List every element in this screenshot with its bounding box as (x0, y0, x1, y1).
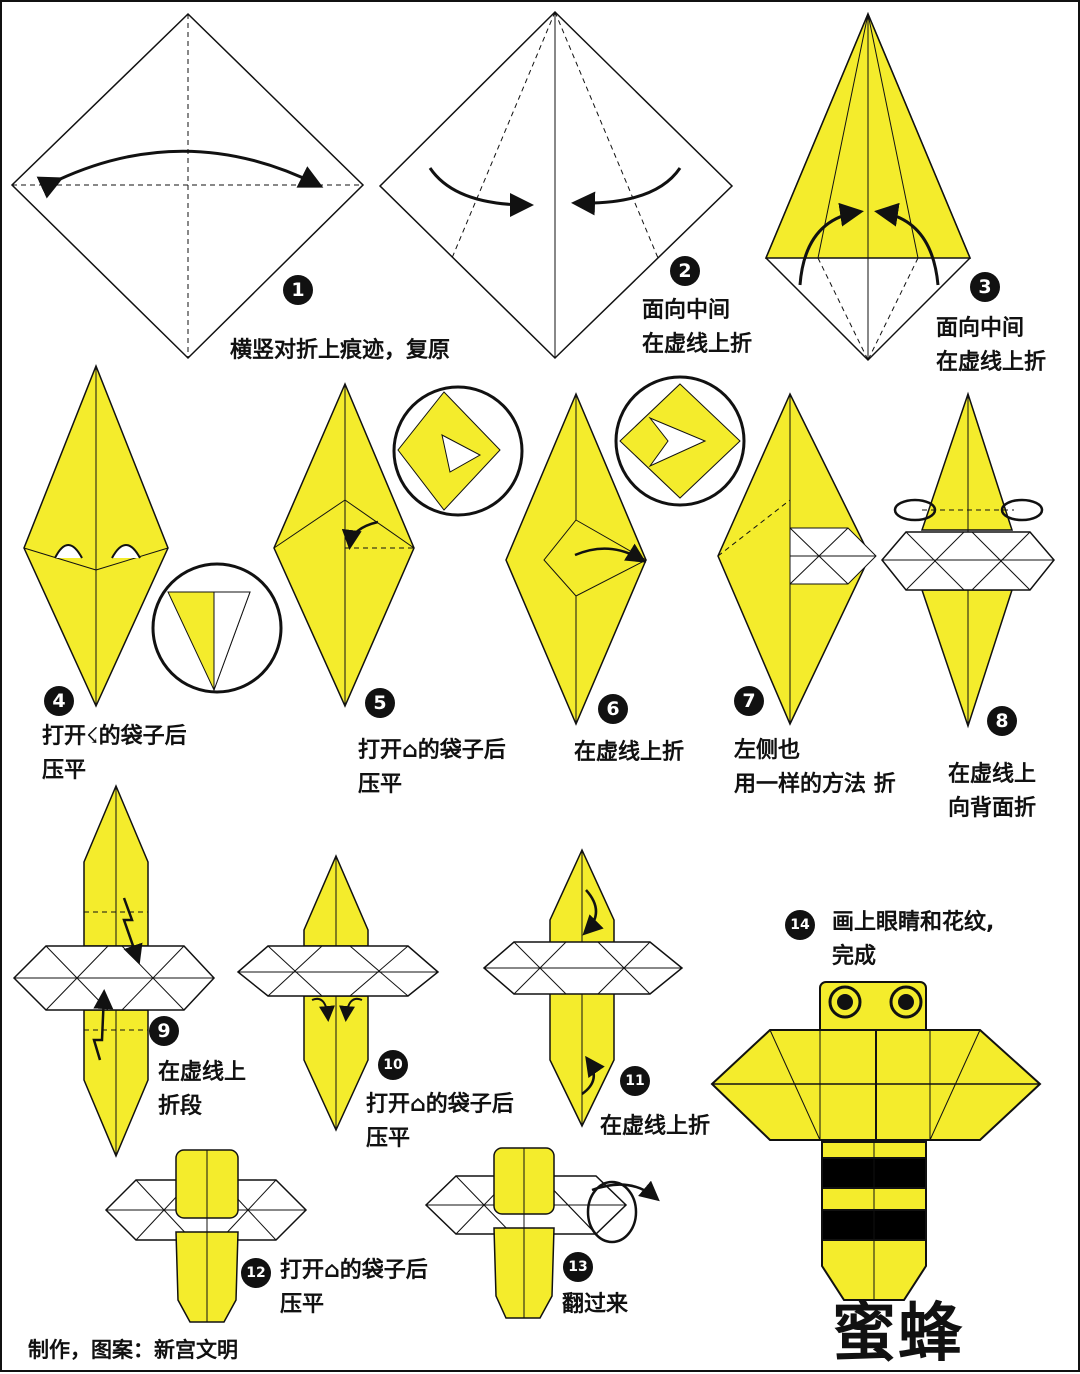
step-10-diagram (236, 854, 440, 1132)
step-4-caption: 打开☇的袋子后 压平 (42, 720, 187, 788)
step-14-caption: 画上眼睛和花纹, 完成 (832, 906, 994, 974)
caption-line: 完成 (832, 944, 877, 969)
step-9-diagram (12, 784, 216, 1158)
caption-line: 打开⌂的袋子后 (358, 738, 506, 763)
step-7-caption: 左侧也 用一样的方法 折 (734, 734, 896, 802)
step-13-diagram (424, 1147, 660, 1319)
step-8-caption: 在虚线上 向背面折 (948, 758, 1036, 826)
step-6-caption: 在虚线上折 (574, 736, 684, 770)
caption-line: 向背面折 (948, 796, 1037, 821)
step-13-number: 13 (563, 1252, 593, 1282)
step-1-number: 1 (283, 275, 313, 305)
step-10-caption: 打开⌂的袋子后 压平 (366, 1088, 514, 1156)
step-2-diagram (378, 10, 734, 360)
step-7-diagram (717, 392, 877, 726)
finished-bee-diagram (710, 981, 1042, 1301)
author-credit: 制作，图案：新宫文明 (28, 1338, 238, 1362)
step-4-diagram (23, 363, 283, 708)
page-title: 蜜蜂 (832, 1297, 964, 1371)
step-1-diagram (10, 12, 365, 360)
step-5-diagram (273, 382, 524, 708)
caption-line: 画上眼睛和花纹, (832, 910, 995, 935)
caption-line: 打开⌂的袋子后 (280, 1258, 428, 1283)
caption-line: 在虚线上折 (936, 350, 1047, 375)
step-2-number: 2 (670, 256, 700, 286)
caption-line: 在虚线上 (948, 762, 1037, 787)
step-5-number: 5 (365, 688, 395, 718)
caption-line: 翻过来 (562, 1292, 629, 1317)
step-7-number: 7 (734, 686, 764, 716)
step-12-caption: 打开⌂的袋子后 压平 (280, 1254, 428, 1322)
step-3-number: 3 (970, 272, 1000, 302)
caption-line: 面向中间 (936, 316, 1025, 341)
caption-line: 左侧也 (734, 738, 801, 763)
step-3-diagram (764, 12, 972, 362)
step-11-diagram (482, 848, 684, 1128)
caption-line: 在虚线上折 (642, 332, 753, 357)
step-9-number: 9 (149, 1016, 179, 1046)
step-9-caption: 在虚线上 折段 (158, 1056, 246, 1124)
caption-line: 压平 (358, 772, 403, 797)
step-12-number: 12 (241, 1258, 271, 1288)
step-13-caption: 翻过来 (562, 1288, 628, 1322)
caption-line: 打开☇的袋子后 (42, 724, 187, 749)
caption-line: 面向中间 (642, 298, 731, 323)
caption-line: 在虚线上折 (574, 740, 685, 765)
caption-line: 压平 (42, 758, 87, 783)
step-8-number: 8 (987, 706, 1017, 736)
step-10-number: 10 (378, 1050, 408, 1080)
step-11-number: 11 (620, 1066, 650, 1096)
caption-line: 打开⌂的袋子后 (366, 1092, 514, 1117)
step-6-diagram (505, 375, 746, 726)
caption-line: 用一样的方法 折 (734, 772, 896, 797)
caption-line: 在虚线上折 (600, 1114, 711, 1139)
step-4-number: 4 (44, 686, 74, 716)
caption-line: 横竖对折上痕迹，复原 (230, 338, 451, 363)
caption-line: 折段 (158, 1094, 203, 1119)
step-3-caption: 面向中间 在虚线上折 (936, 312, 1046, 380)
step-8-diagram (881, 391, 1055, 729)
caption-line: 在虚线上 (158, 1060, 247, 1085)
step-2-caption: 面向中间 在虚线上折 (642, 294, 752, 362)
step-14-number: 14 (785, 910, 815, 940)
step-5-caption: 打开⌂的袋子后 压平 (358, 734, 506, 802)
step-6-number: 6 (598, 694, 628, 724)
step-12-diagram (104, 1149, 308, 1323)
caption-line: 压平 (280, 1292, 325, 1317)
step-11-caption: 在虚线上折 (600, 1110, 710, 1144)
step-1-caption: 横竖对折上痕迹，复原 (230, 334, 450, 368)
caption-line: 压平 (366, 1126, 411, 1151)
